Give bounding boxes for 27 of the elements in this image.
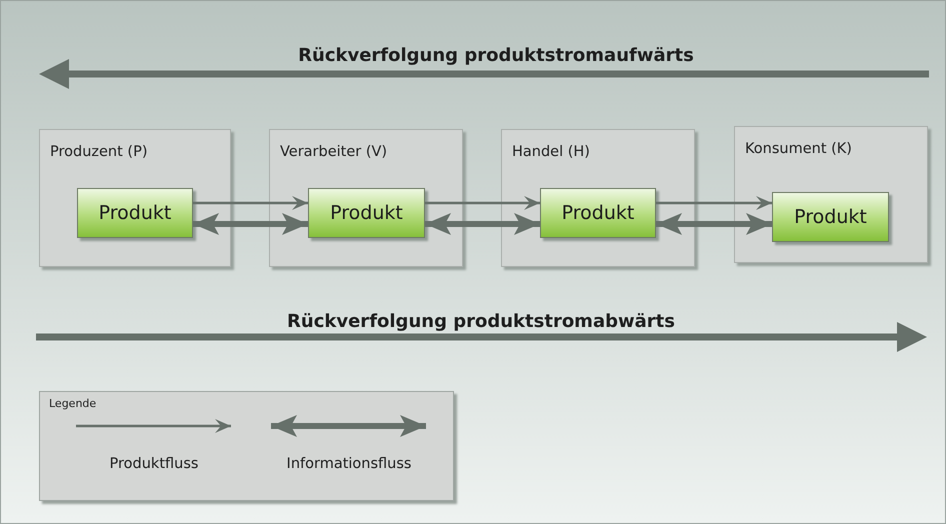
legend-label: Informationsfluss <box>286 456 412 472</box>
double-arrow <box>425 213 540 235</box>
arrow <box>193 196 308 210</box>
direction-label: Rückverfolgung produktstromabwärts <box>287 311 675 332</box>
stage-box <box>269 129 463 267</box>
stage-box <box>39 129 231 267</box>
product-box <box>772 192 889 242</box>
stage-title: Handel (H) <box>512 144 590 160</box>
direction-label: Rückverfolgung produktstromaufwärts <box>298 45 694 66</box>
node-label: Produkt <box>330 202 403 224</box>
product-box <box>540 188 656 238</box>
stage-title: Produzent (P) <box>50 144 148 160</box>
stage-title: Konsument (K) <box>745 141 852 157</box>
stage-box <box>734 126 928 263</box>
legend-title: Legende <box>49 397 96 410</box>
product-box <box>308 188 425 238</box>
stage-title: Verarbeiter (V) <box>280 144 388 160</box>
node-label: Produkt <box>562 202 634 224</box>
product-box <box>77 188 193 238</box>
node-label: Produkt <box>794 206 867 228</box>
arrow <box>656 196 772 210</box>
legend-label: Produktfluss <box>110 456 198 472</box>
node-label: Produkt <box>98 202 172 224</box>
double-arrow <box>193 213 308 235</box>
stage-box <box>501 129 695 267</box>
double-arrow <box>656 213 772 235</box>
arrow <box>425 196 540 210</box>
